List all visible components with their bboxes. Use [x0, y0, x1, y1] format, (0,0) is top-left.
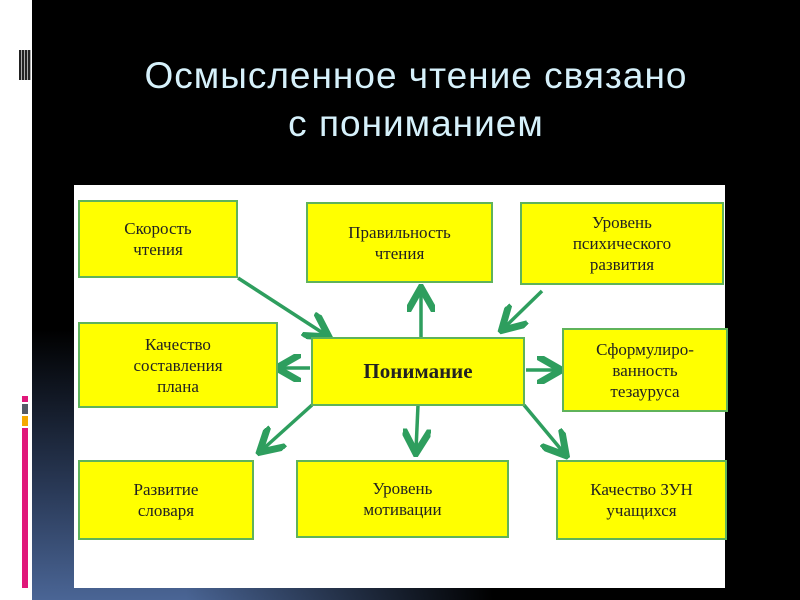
node-thesaurus: Сформулиро- ванность тезауруса — [562, 328, 728, 412]
node-plan-quality: Качество составления плана — [78, 322, 278, 408]
node-reading-speed: Скорость чтения — [78, 200, 238, 278]
title-line-2: с пониманием — [288, 103, 544, 144]
arrows — [237, 276, 725, 588]
arrow — [262, 403, 314, 450]
node-mental-development: Уровень психического развития — [520, 202, 724, 285]
node-motivation: Уровень мотивации — [296, 460, 509, 538]
decorative-bar — [22, 416, 28, 426]
slide-title: Осмысленное чтение связано с пониманием — [32, 52, 800, 148]
decorative-bar — [22, 396, 28, 402]
node-reading-correctness: Правильность чтения — [306, 202, 493, 283]
diagram: Скорость чтения Правильность чтения Уров… — [74, 185, 728, 588]
decorative-bar — [22, 404, 28, 414]
title-line-1: Осмысленное чтение связано — [144, 55, 688, 96]
node-zun-quality: Качество ЗУН учащихся — [556, 460, 727, 540]
decorative-barcode — [19, 50, 31, 80]
arrow — [504, 289, 544, 328]
decorative-bar — [22, 428, 28, 588]
arrow — [416, 404, 418, 450]
node-understanding: Понимание — [311, 337, 525, 406]
arrow — [237, 276, 326, 335]
arrow — [522, 403, 564, 453]
node-vocabulary: Развитие словаря — [78, 460, 254, 540]
